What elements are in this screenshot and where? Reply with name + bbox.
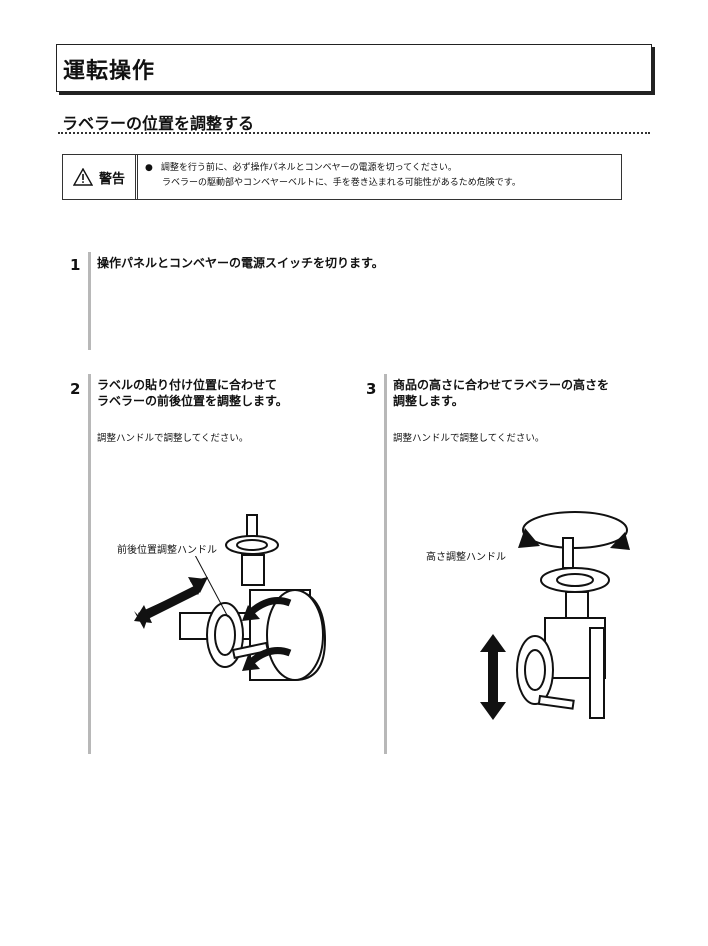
chapter-title: 運転操作 [63,59,156,84]
step-3-bar [384,374,387,754]
step-2-note: 調整ハンドルで調整してください。 [97,433,249,444]
step-3-number: 3 [366,380,377,398]
step-1-title: 操作パネルとコンベヤーの電源スイッチを切ります。 [97,256,384,270]
step-1-bar [88,252,91,350]
step-2-title-line-1: ラベルの貼り付け位置に合わせて [97,378,278,392]
step-2-number: 2 [70,380,81,398]
step-3-title-line-2: 調整します。 [393,394,464,408]
fore-aft-adjustment-illustration [134,514,327,681]
section-divider [58,132,650,134]
step-3-title-line-1: 商品の高さに合わせてラベラーの高さを [393,378,610,392]
chapter-heading-box: 運転操作 [56,44,652,92]
warning-line-2: ラベラーの駆動部やコンベヤーベルトに、手を巻き込まれる可能性があるため危険です。 [162,178,521,188]
warning-box: 警告 ● 調整を行う前に、必ず操作パネルとコンベヤーの電源を切ってください。 ラベ… [62,154,622,200]
warning-label-cell: 警告 [63,155,138,199]
height-adjustment-illustration [480,511,630,720]
warning-line-1: 調整を行う前に、必ず操作パネルとコンベヤーの電源を切ってください。 [160,163,457,173]
step-3-title: 商品の高さに合わせてラベラーの高さを 調整します。 [393,377,609,409]
step-2-title-line-2: ラベラーの前後位置を調整します。 [97,394,288,408]
section-title: ラベラーの位置を調整する [62,114,255,133]
step-2-bar [88,374,91,754]
step-3-note: 調整ハンドルで調整してください。 [393,433,545,444]
warning-text: ● 調整を行う前に、必ず操作パネルとコンベヤーの電源を切ってください。 ラベラーの… [145,161,521,191]
warning-label: 警告 [98,171,125,187]
fore-aft-handle-label: 前後位置調整ハンドル [117,541,217,556]
bullet-mark: ● [145,163,153,173]
warning-triangle-icon [72,168,93,186]
step-2-title: ラベルの貼り付け位置に合わせて ラベラーの前後位置を調整します。 [97,377,288,409]
height-handle-label: 高さ調整ハンドル [426,548,506,563]
step-1-number: 1 [70,256,81,274]
